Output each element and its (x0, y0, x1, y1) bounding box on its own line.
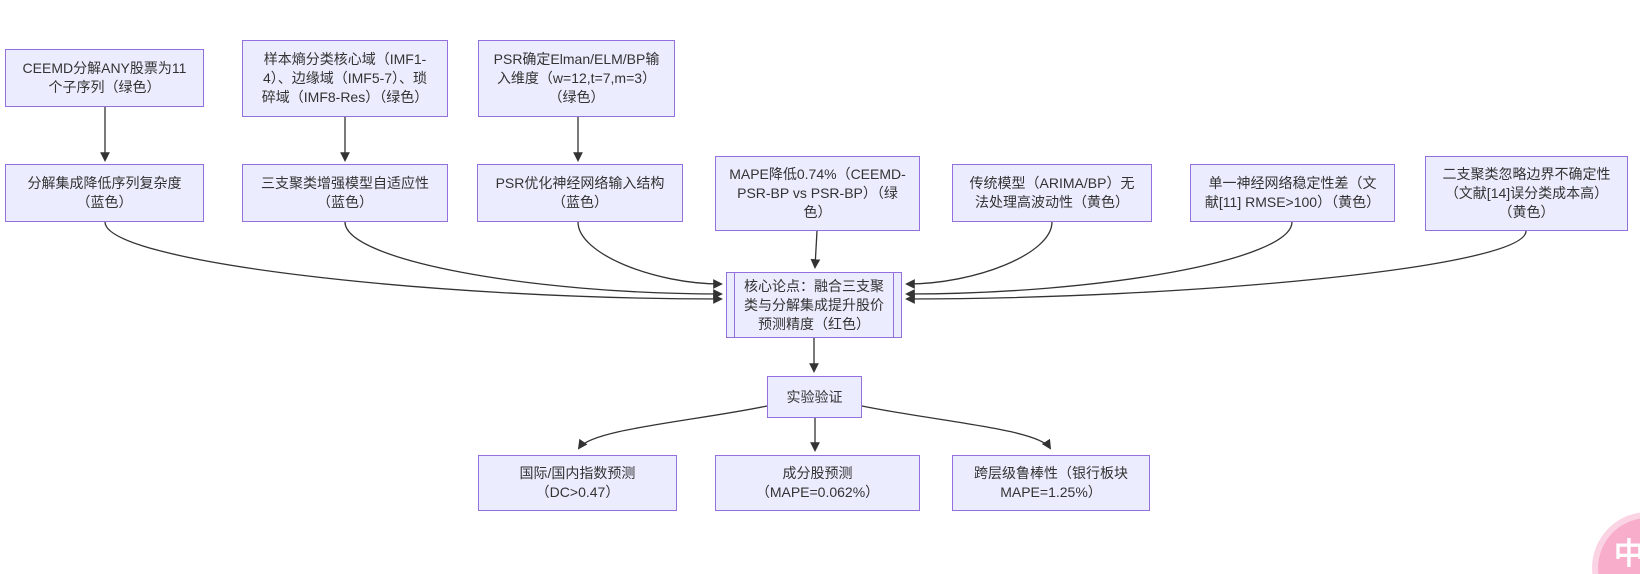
node-three-way: 三支聚类增强模型自适应性（蓝色） (242, 164, 448, 222)
edge-singlenn-core (905, 221, 1293, 299)
node-traditional-label: 传统模型（ARIMA/BP）无法处理高波动性（黄色） (969, 175, 1135, 210)
node-ceemd: CEEMD分解ANY股票为11个子序列（绿色） (5, 49, 204, 107)
node-mape-low: MAPE降低0.74%（CEEMD-PSR-BP vs PSR-BP）（绿色） (715, 156, 920, 231)
subroutine-right-line (893, 273, 894, 337)
node-two-way-label: 二支聚类忽略边界不确定性（文献[14]误分类成本高）（黄色） (1442, 166, 1611, 220)
node-single-nn: 单一神经网络稳定性差（文献[11] RMSE>100）（黄色） (1190, 164, 1395, 222)
node-experiment-label: 实验验证 (786, 388, 843, 405)
node-index-pred-label: 国际/国内指数预测（DC>0.47） (519, 465, 636, 500)
node-mape-low-label: MAPE降低0.74%（CEEMD-PSR-BP vs PSR-BP）（绿色） (729, 166, 906, 220)
node-single-nn-label: 单一神经网络稳定性差（文献[11] RMSE>100）（黄色） (1204, 175, 1381, 210)
node-psr-opt: PSR优化神经网络输入结构（蓝色） (477, 164, 683, 222)
node-ceemd-label: CEEMD分解ANY股票为11个子序列（绿色） (22, 60, 187, 95)
edge-experiment-indexpred (577, 405, 768, 450)
node-psr-dim: PSR确定Elman/ELM/BP输入维度（w=12,t=7,m=3）（绿色） (478, 40, 675, 117)
translate-widget-button[interactable]: 中A (1592, 512, 1640, 574)
translate-icon: 中A (1614, 538, 1640, 571)
node-decomp: 分解集成降低序列复杂度（蓝色） (5, 164, 204, 222)
translate-arrow-icon (1614, 570, 1640, 574)
node-core-thesis: 核心论点：融合三支聚类与分解集成提升股价预测精度（红色） (726, 272, 902, 338)
node-three-way-label: 三支聚类增强模型自适应性（蓝色） (261, 175, 429, 210)
edge-decomp-core (104, 221, 723, 304)
node-stock-pred-label: 成分股预测（MAPE=0.062%） (755, 465, 880, 500)
node-two-way: 二支聚类忽略边界不确定性（文献[14]误分类成本高）（黄色） (1425, 156, 1628, 231)
node-entropy-label: 样本熵分类核心域（IMF1-4）、边缘域（IMF5-7）、琐碎域（IMF8-Re… (261, 51, 429, 105)
node-entropy: 样本熵分类核心域（IMF1-4）、边缘域（IMF5-7）、琐碎域（IMF8-Re… (242, 40, 448, 117)
node-experiment: 实验验证 (767, 376, 862, 418)
subroutine-left-line (734, 273, 735, 337)
node-traditional: 传统模型（ARIMA/BP）无法处理高波动性（黄色） (952, 164, 1152, 222)
edge-psropt-core (577, 221, 723, 289)
edge-threeway-core (344, 221, 723, 299)
edge-twoway-core (905, 230, 1527, 304)
node-core-thesis-label: 核心论点：融合三支聚类与分解集成提升股价预测精度（红色） (744, 277, 884, 332)
node-robustness: 跨层级鲁棒性（银行板块 MAPE=1.25%） (952, 455, 1150, 511)
edge-mapelow-core (810, 230, 821, 269)
node-psr-opt-label: PSR优化神经网络输入结构（蓝色） (495, 175, 665, 210)
edge-traditional-core (905, 221, 1053, 289)
node-robustness-label: 跨层级鲁棒性（银行板块 MAPE=1.25%） (974, 465, 1128, 500)
edge-experiment-robustness (861, 405, 1052, 450)
node-stock-pred: 成分股预测（MAPE=0.062%） (715, 455, 920, 511)
node-psr-dim-label: PSR确定Elman/ELM/BP输入维度（w=12,t=7,m=3）（绿色） (493, 51, 660, 105)
node-decomp-label: 分解集成降低序列复杂度（蓝色） (27, 175, 182, 210)
node-index-pred: 国际/国内指数预测（DC>0.47） (478, 455, 677, 511)
